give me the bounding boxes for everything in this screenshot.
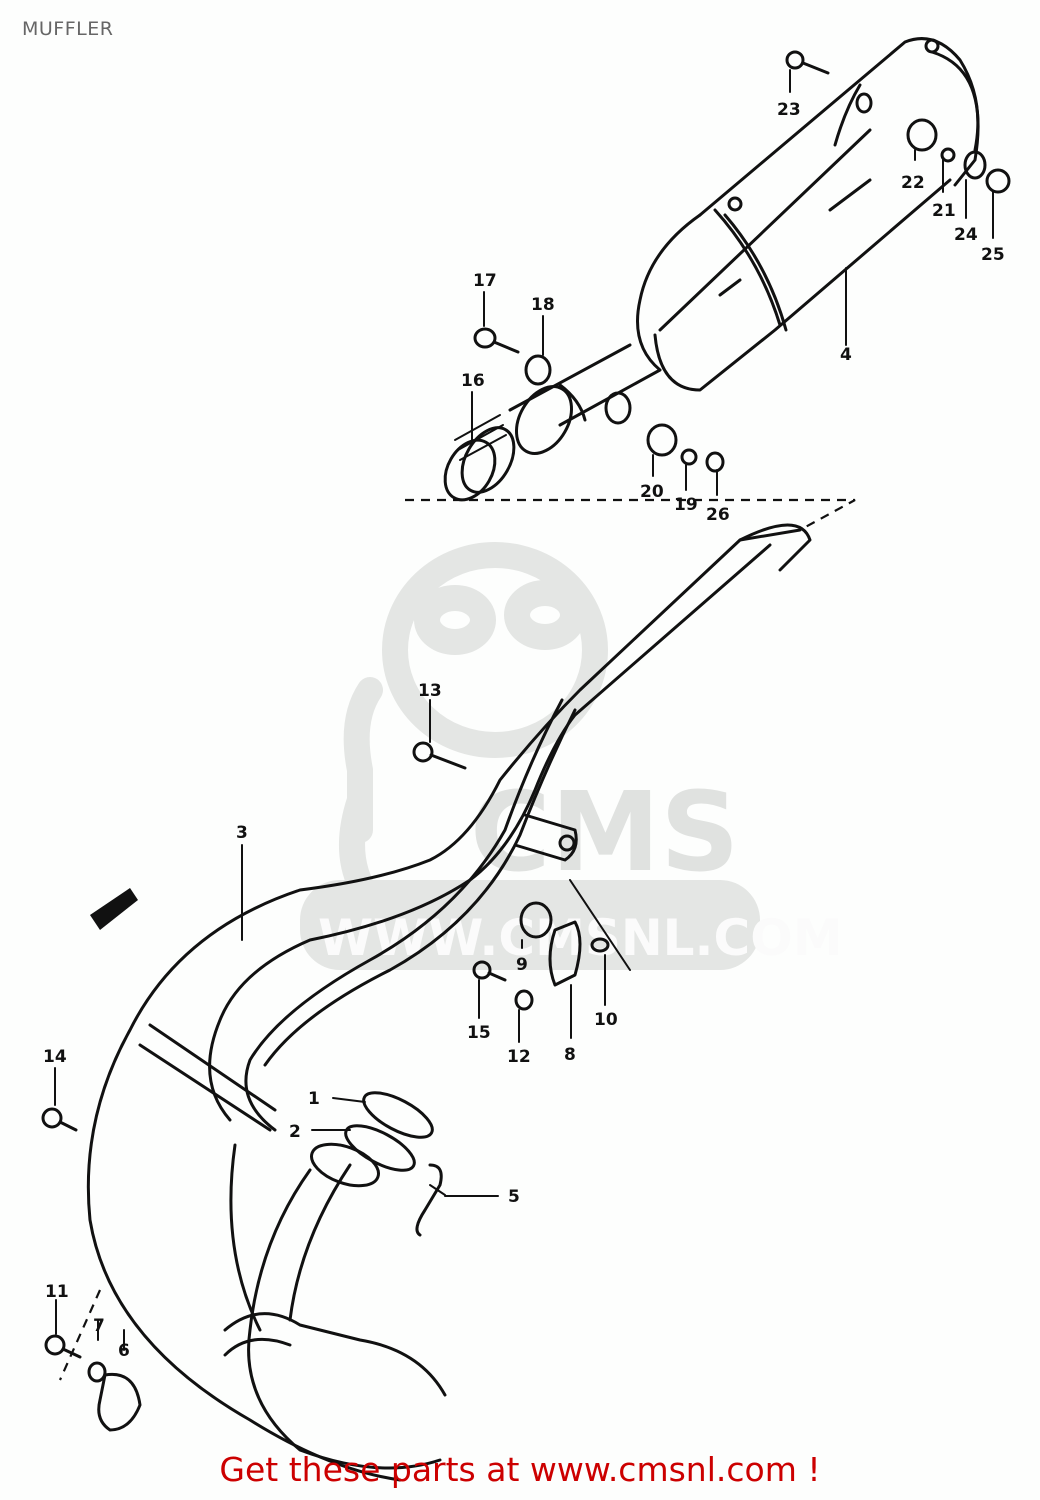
silencer-hardware — [473, 50, 1011, 473]
callout-1: 1 — [308, 1089, 320, 1109]
silencer-body — [508, 37, 980, 455]
callout-3: 3 — [236, 823, 248, 843]
callout-19: 19 — [674, 495, 698, 515]
chamber-mount-hardware — [41, 741, 631, 1432]
callout-18: 18 — [531, 295, 555, 315]
callout-13: 13 — [418, 681, 442, 701]
callout-22: 22 — [901, 173, 925, 193]
callout-15: 15 — [467, 1023, 491, 1043]
watermark-logo-text: CMS — [470, 768, 739, 896]
callout-25: 25 — [981, 245, 1005, 265]
callout-7: 7 — [93, 1316, 105, 1336]
callout-17: 17 — [473, 271, 497, 291]
callout-23: 23 — [777, 100, 801, 120]
callout-20: 20 — [640, 482, 664, 502]
expansion-chamber — [86, 523, 812, 1482]
callout-11: 11 — [45, 1282, 69, 1302]
direction-tag-icon — [90, 888, 138, 930]
leader-lines — [54, 69, 994, 1351]
callout-6: 6 — [118, 1341, 130, 1361]
page-title: MUFFLER — [22, 18, 114, 40]
cms-watermark: CMS WWW.CMSNL.COM — [300, 542, 843, 970]
callout-8: 8 — [564, 1045, 576, 1065]
callout-labels: 1 2 3 4 5 6 7 8 9 10 11 12 13 14 15 16 1… — [43, 100, 1005, 1361]
callout-16: 16 — [461, 371, 485, 391]
callout-14: 14 — [43, 1047, 67, 1067]
callout-26: 26 — [706, 505, 730, 525]
gaskets-and-spring — [344, 1091, 446, 1237]
callout-5: 5 — [508, 1187, 520, 1207]
callout-2: 2 — [289, 1122, 301, 1142]
baffle-end-part — [443, 414, 516, 502]
callout-12: 12 — [507, 1047, 531, 1067]
callout-24: 24 — [954, 225, 978, 245]
cmsnl-parts-link[interactable]: Get these parts at www.cmsnl.com ! — [219, 1450, 821, 1489]
callout-10: 10 — [594, 1010, 618, 1030]
callout-4: 4 — [840, 345, 852, 365]
callout-21: 21 — [932, 201, 956, 221]
callout-9: 9 — [516, 955, 528, 975]
